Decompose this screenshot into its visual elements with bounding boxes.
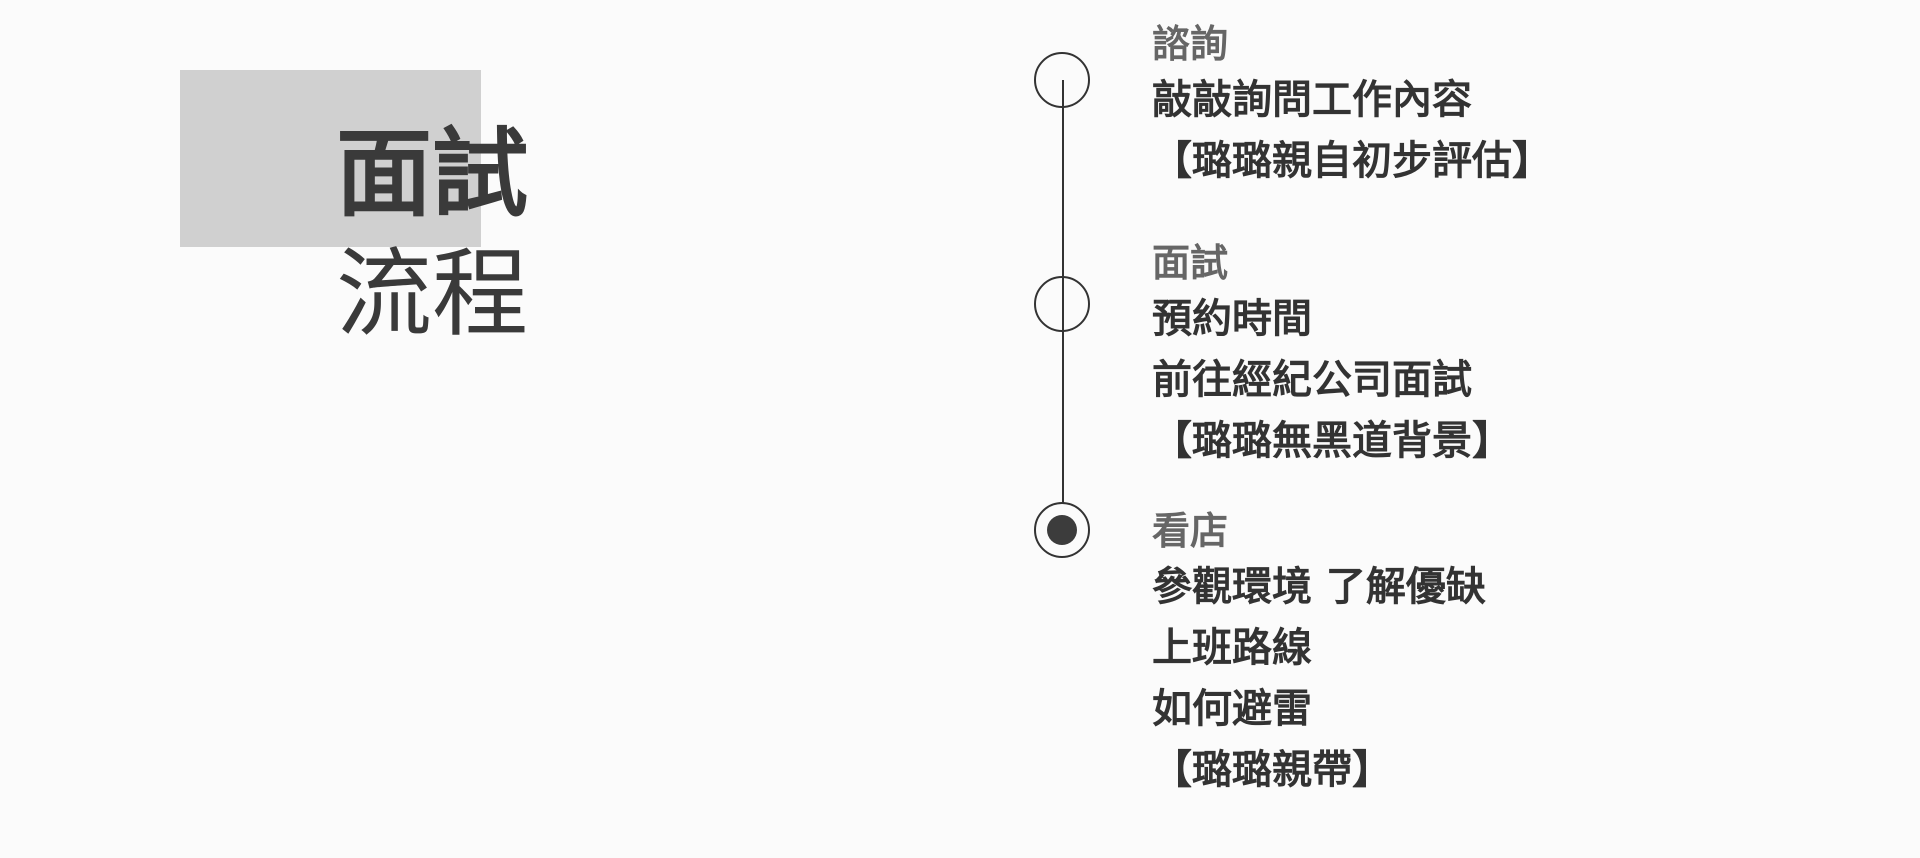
step-note: 【璐璐親帶】 [1152, 747, 1392, 793]
step-title: 諮詢 [1152, 22, 1229, 66]
timeline-node-consultation [1034, 52, 1090, 108]
hero-title-line-1: 面試 [336, 118, 528, 230]
timeline-step-consultation: 諮詢 敲敲詢問工作內容 【璐璐親自初步評估】 [1152, 18, 1552, 192]
hero-background-block [180, 70, 481, 247]
step-note: 【璐璐親自初步評估】 [1152, 138, 1552, 184]
step-detail: 前往經紀公司面試 [1152, 357, 1472, 403]
step-title: 面試 [1152, 241, 1229, 285]
step-detail: 預約時間 [1152, 296, 1312, 342]
step-detail: 參觀環境 了解優缺 [1152, 564, 1486, 610]
timeline-node-store-visit [1034, 502, 1090, 558]
step-note: 【璐璐無黑道背景】 [1152, 418, 1512, 464]
timeline-step-interview: 面試 預約時間 前往經紀公司面試 【璐璐無黑道背景】 [1152, 237, 1512, 472]
step-detail: 敲敲詢問工作內容 [1152, 77, 1472, 123]
timeline-node-interview [1034, 276, 1090, 332]
step-detail: 上班路線 [1152, 625, 1312, 671]
step-title: 看店 [1152, 509, 1229, 553]
hero-title-line-2: 流程 [336, 238, 528, 350]
step-detail: 如何避雷 [1152, 686, 1312, 732]
timeline-step-store-visit: 看店 參觀環境 了解優缺 上班路線 如何避雷 【璐璐親帶】 [1152, 505, 1486, 801]
